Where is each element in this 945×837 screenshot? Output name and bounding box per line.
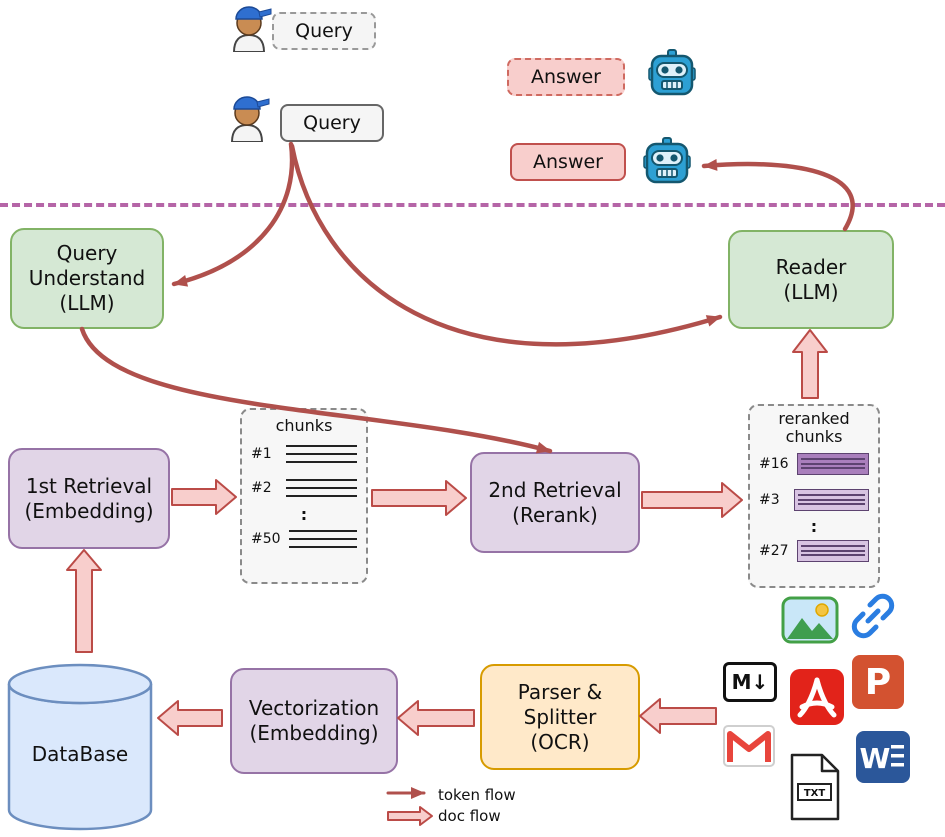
arrow-reader-to-answer [701,158,855,232]
reader-box: Reader (LLM) [728,230,894,329]
chunk-item: #2 [242,479,366,498]
query-understand-box: Query Understand (LLM) [10,228,164,329]
chunk-id: #3 [759,491,780,508]
vectorization-box: Vectorization (Embedding) [230,668,398,774]
reranked-title: reranked chunks [778,409,850,447]
chunk-id: #27 [759,542,789,559]
reranked-ellipsis: : [810,516,818,536]
chunk-highlight-block [794,488,869,511]
user-icon [224,92,270,146]
chunk-id: #50 [251,531,281,548]
user-icon [226,2,272,56]
chunks-panel: chunks #1 #2 : #50 [240,408,368,584]
query-box-solid: Query [280,104,384,142]
arrow-query-to-understand [171,141,295,287]
chunk-id: #16 [759,455,789,472]
arrow-reranked-to-reader [792,329,828,399]
chunk-item: #50 [242,530,366,549]
query-solid-label: Query [303,112,361,134]
arrow-vectorization-to-database [157,700,223,736]
arrow-files-to-parser [639,698,717,734]
link-icon [849,592,897,644]
chunk-highlight-block [796,539,869,562]
markdown-icon: M↓ [723,662,777,702]
chunk-text-lines [288,530,357,549]
arrow-database-to-first-retrieval [66,549,102,653]
powerpoint-glyph: P [865,662,891,703]
arrow-parser-to-vectorization [397,700,475,736]
reranked-chunks-panel: reranked chunks #16 #3 : #27 [748,404,880,588]
gmail-icon [723,724,775,772]
legend-token-flow-label: token flow [438,786,516,804]
pdf-icon [789,668,845,730]
markdown-glyph: M↓ [731,670,769,694]
first-retrieval-box: 1st Retrieval (Embedding) [8,448,170,549]
answer-solid-label: Answer [533,151,603,173]
robot-icon [643,136,691,192]
database-label: DataBase [31,742,129,766]
reranked-item: #3 [750,488,878,511]
robot-icon [648,48,696,104]
reader-label: Reader (LLM) [775,254,847,304]
first-retrieval-label: 1st Retrieval (Embedding) [24,473,154,523]
second-retrieval-box: 2nd Retrieval (Rerank) [470,452,640,553]
legend-doc-flow-arrow [387,806,433,826]
chunk-highlight-block [796,452,869,475]
word-glyph: W [860,742,891,775]
txt-glyph: TXT [804,788,826,799]
answer-box-solid: Answer [510,143,626,181]
chunk-id: #1 [251,446,272,463]
word-icon: W [855,730,911,788]
image-file-icon [781,596,839,648]
chunks-title: chunks [275,416,333,435]
query-understand-label: Query Understand (LLM) [28,241,146,315]
chunk-id: #2 [251,480,272,497]
arrow-second-retrieval-to-reranked [641,482,743,518]
separator-dashed-line [0,203,945,207]
chunks-ellipsis: : [300,505,308,525]
answer-dashed-label: Answer [531,66,601,88]
arrow-first-retrieval-to-chunks [171,479,237,515]
answer-box-dashed: Answer [507,58,625,96]
arrow-chunks-to-second-retrieval [371,480,467,516]
query-box-dashed: Query [272,12,376,50]
vectorization-label: Vectorization (Embedding) [248,696,380,745]
chunk-text-lines [286,445,357,464]
powerpoint-icon: P [851,654,905,714]
legend-doc-flow-label: doc flow [438,807,501,825]
chunk-item: #1 [242,445,366,464]
query-dashed-label: Query [295,20,353,42]
reranked-item: #27 [750,539,878,562]
parser-splitter-label: Parser & Splitter (OCR) [517,679,603,754]
parser-splitter-box: Parser & Splitter (OCR) [480,664,640,770]
txt-file-icon: TXT [786,752,842,826]
reranked-item: #16 [750,452,878,475]
second-retrieval-label: 2nd Retrieval (Rerank) [488,477,622,527]
chunk-text-lines [286,479,357,498]
